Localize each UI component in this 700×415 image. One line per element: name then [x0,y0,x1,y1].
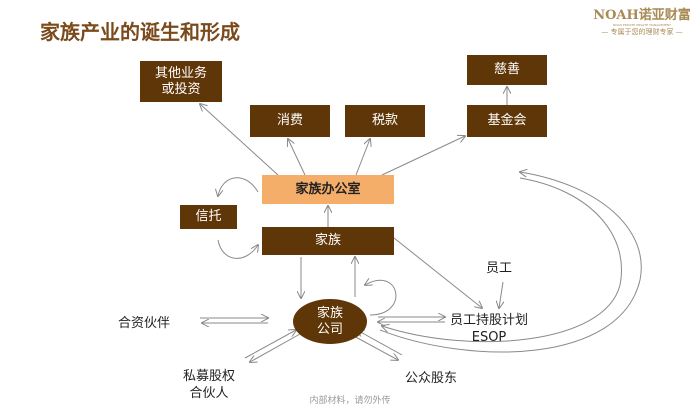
node-family-company: 家族 公司 [293,299,367,344]
label-esop: 员工持股计划 ESOP [450,313,529,345]
node-consumption: 消费 [250,105,330,137]
logo-slogan: — 专属于您的理财专家 — [601,28,683,36]
node-other-business: 其他业务 或投资 [140,61,222,102]
arrow-employee-esop [499,281,503,308]
node-family: 家族 [262,227,394,255]
label-public-shareholders: 公众股东 [405,371,458,386]
arrow-family-esop [393,237,482,308]
arrow-pe-company [244,330,296,359]
label-employees: 员工 [486,261,513,276]
slide-title: 家族产业的诞生和形成 [40,20,240,44]
arrow-to-tax [355,139,370,176]
arrow-trust-family [217,239,258,259]
node-trust: 信托 [180,205,237,229]
arrow-office-trust [218,177,259,196]
arrow-to-other [200,104,279,176]
arrow-to-consume [288,139,306,176]
noah-logo: NOAH诺亚财富 NOAH PRIVATE WEALTH MANAGEMENT … [592,4,692,37]
arrow-foundation-company [382,177,622,343]
arrow-public-company [357,330,403,356]
arrow-to-foundation [381,136,465,176]
label-pe-partners: 私募股权 合伙人 [183,369,236,401]
footer-note: 内部材料，请勿外传 [309,396,391,406]
node-tax: 税款 [345,105,425,137]
arrow-company-foundation [379,172,642,353]
node-family-office: 家族办公室 [262,175,394,204]
arrow-company-public [351,334,398,360]
arrow-company-self [365,280,397,316]
node-charity: 慈善 [467,55,547,85]
arrow-company-pe [250,333,301,362]
logo-brand: NOAH诺亚财富 [593,8,691,23]
logo-sub: NOAH PRIVATE WEALTH MANAGEMENT [613,23,671,27]
label-jv-partners: 合资伙伴 [118,316,171,331]
node-foundation: 基金会 [467,105,547,137]
